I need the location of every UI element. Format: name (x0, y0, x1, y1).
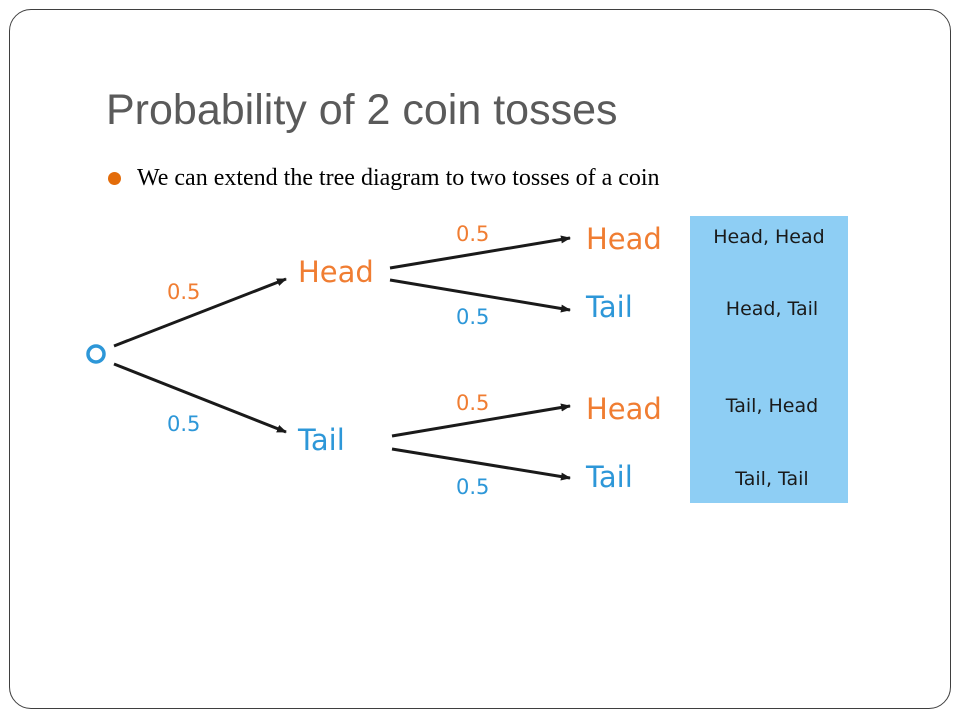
node-head-head: Head (586, 222, 662, 256)
prob-tail-head: 0.5 (456, 391, 489, 415)
branch-head-tail (389, 278, 571, 313)
prob-first-head: 0.5 (167, 280, 200, 304)
branch-tail-tail (391, 447, 571, 481)
prob-first-tail: 0.5 (167, 412, 200, 436)
branch-tail-head (391, 403, 571, 438)
bullet-dot-icon (108, 171, 121, 185)
branch-head-head (389, 235, 571, 270)
node-tail-tail: Tail (585, 460, 633, 494)
node-first-head: Head (298, 255, 374, 289)
node-first-tail: Tail (297, 423, 345, 457)
outcome-head-tail: Head, Tail (726, 298, 818, 320)
root-node-icon (86, 344, 106, 364)
bullet-text: We can extend the tree diagram to two to… (137, 164, 660, 191)
prob-tail-tail: 0.5 (456, 475, 489, 499)
outcome-head-head: Head, Head (713, 226, 824, 248)
outcome-tail-head: Tail, Head (725, 395, 818, 417)
bullet-item: We can extend the tree diagram to two to… (108, 163, 660, 193)
node-head-tail: Tail (585, 290, 633, 324)
slide-title: Probability of 2 coin tosses (106, 86, 618, 134)
node-tail-head: Head (586, 392, 662, 426)
outcome-box (690, 216, 848, 503)
branch-root-head (113, 277, 287, 348)
prob-head-head: 0.5 (456, 222, 489, 246)
outcome-tail-tail: Tail, Tail (734, 468, 808, 490)
prob-head-tail: 0.5 (456, 305, 489, 329)
branch-root-tail (113, 362, 287, 434)
